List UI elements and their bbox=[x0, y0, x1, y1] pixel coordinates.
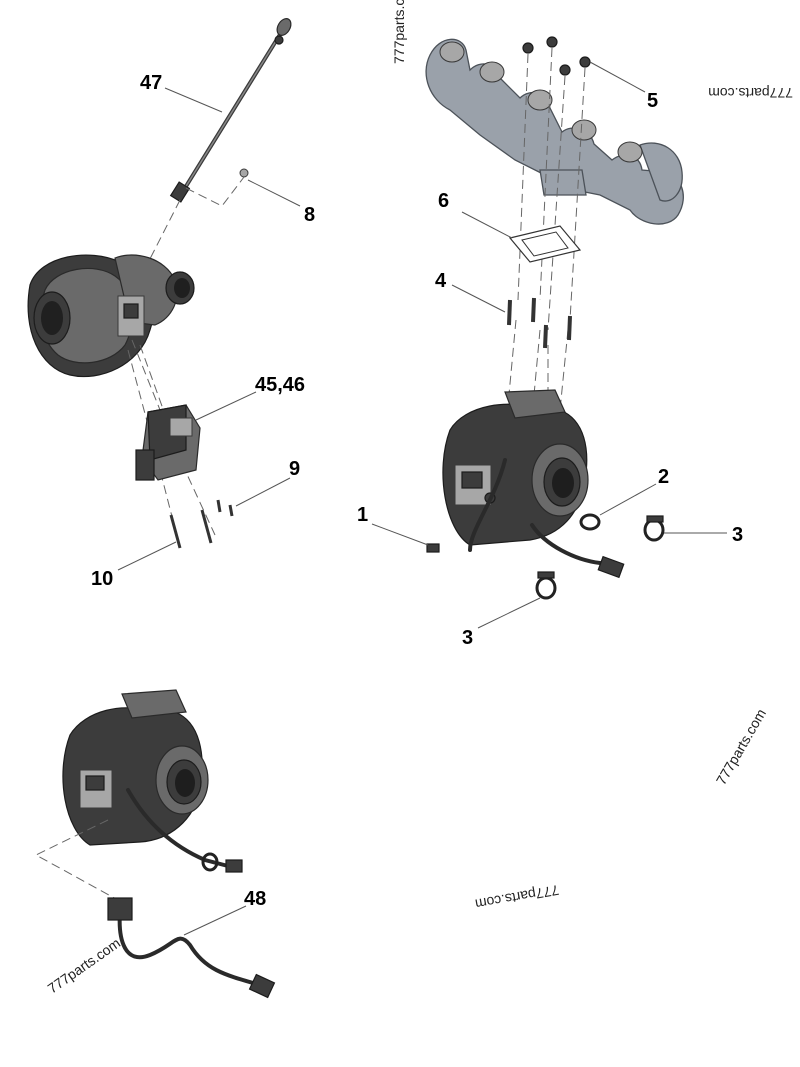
wiring-harness-bottom bbox=[126, 788, 230, 868]
studs-part-4 bbox=[507, 297, 572, 349]
wiring-harness-part-48 bbox=[107, 897, 276, 999]
callout-47: 47 bbox=[140, 72, 162, 94]
wiring-harness-center bbox=[468, 458, 617, 570]
callout-3-upper: 3 bbox=[732, 524, 743, 546]
watermark-center: 777parts.com bbox=[474, 882, 560, 912]
callout-45-46: 45,46 bbox=[255, 374, 305, 396]
screw-part-8 bbox=[239, 168, 249, 178]
bolts-part-10 bbox=[169, 509, 213, 549]
callout-48: 48 bbox=[244, 888, 266, 910]
clamp-bottom bbox=[201, 852, 219, 872]
screws-part-9 bbox=[216, 499, 234, 517]
watermark-bottom-left: 777parts.com bbox=[45, 935, 124, 997]
exhaust-manifold bbox=[425, 38, 684, 225]
watermark-top: 777parts.com bbox=[391, 0, 407, 64]
actuator-rod-part-47 bbox=[169, 18, 292, 203]
clamp-part-2 bbox=[579, 513, 601, 531]
callout-9: 9 bbox=[289, 458, 300, 480]
turbocharger-center bbox=[442, 389, 589, 546]
callout-3-lower: 3 bbox=[462, 627, 473, 649]
gasket-part-6 bbox=[508, 225, 582, 263]
callout-6: 6 bbox=[438, 190, 449, 212]
connector-center bbox=[597, 555, 625, 579]
watermark-right: 777parts.com bbox=[713, 706, 769, 787]
watermark-top-right: 777parts.com bbox=[708, 85, 793, 101]
turbocharger-top-left bbox=[27, 254, 195, 378]
clamps-part-3 bbox=[535, 515, 665, 600]
callout-4: 4 bbox=[435, 270, 447, 292]
connector-bottom-small bbox=[225, 859, 243, 873]
clip-part-1 bbox=[426, 543, 440, 553]
callout-5: 5 bbox=[647, 90, 658, 112]
nuts-part-5 bbox=[522, 36, 591, 76]
turbocharger-bottom-left bbox=[62, 689, 209, 846]
callout-2: 2 bbox=[658, 466, 669, 488]
actuator-part-45-46 bbox=[135, 404, 201, 481]
callout-10: 10 bbox=[91, 568, 113, 590]
callout-1: 1 bbox=[357, 504, 368, 526]
callout-8: 8 bbox=[304, 204, 315, 226]
